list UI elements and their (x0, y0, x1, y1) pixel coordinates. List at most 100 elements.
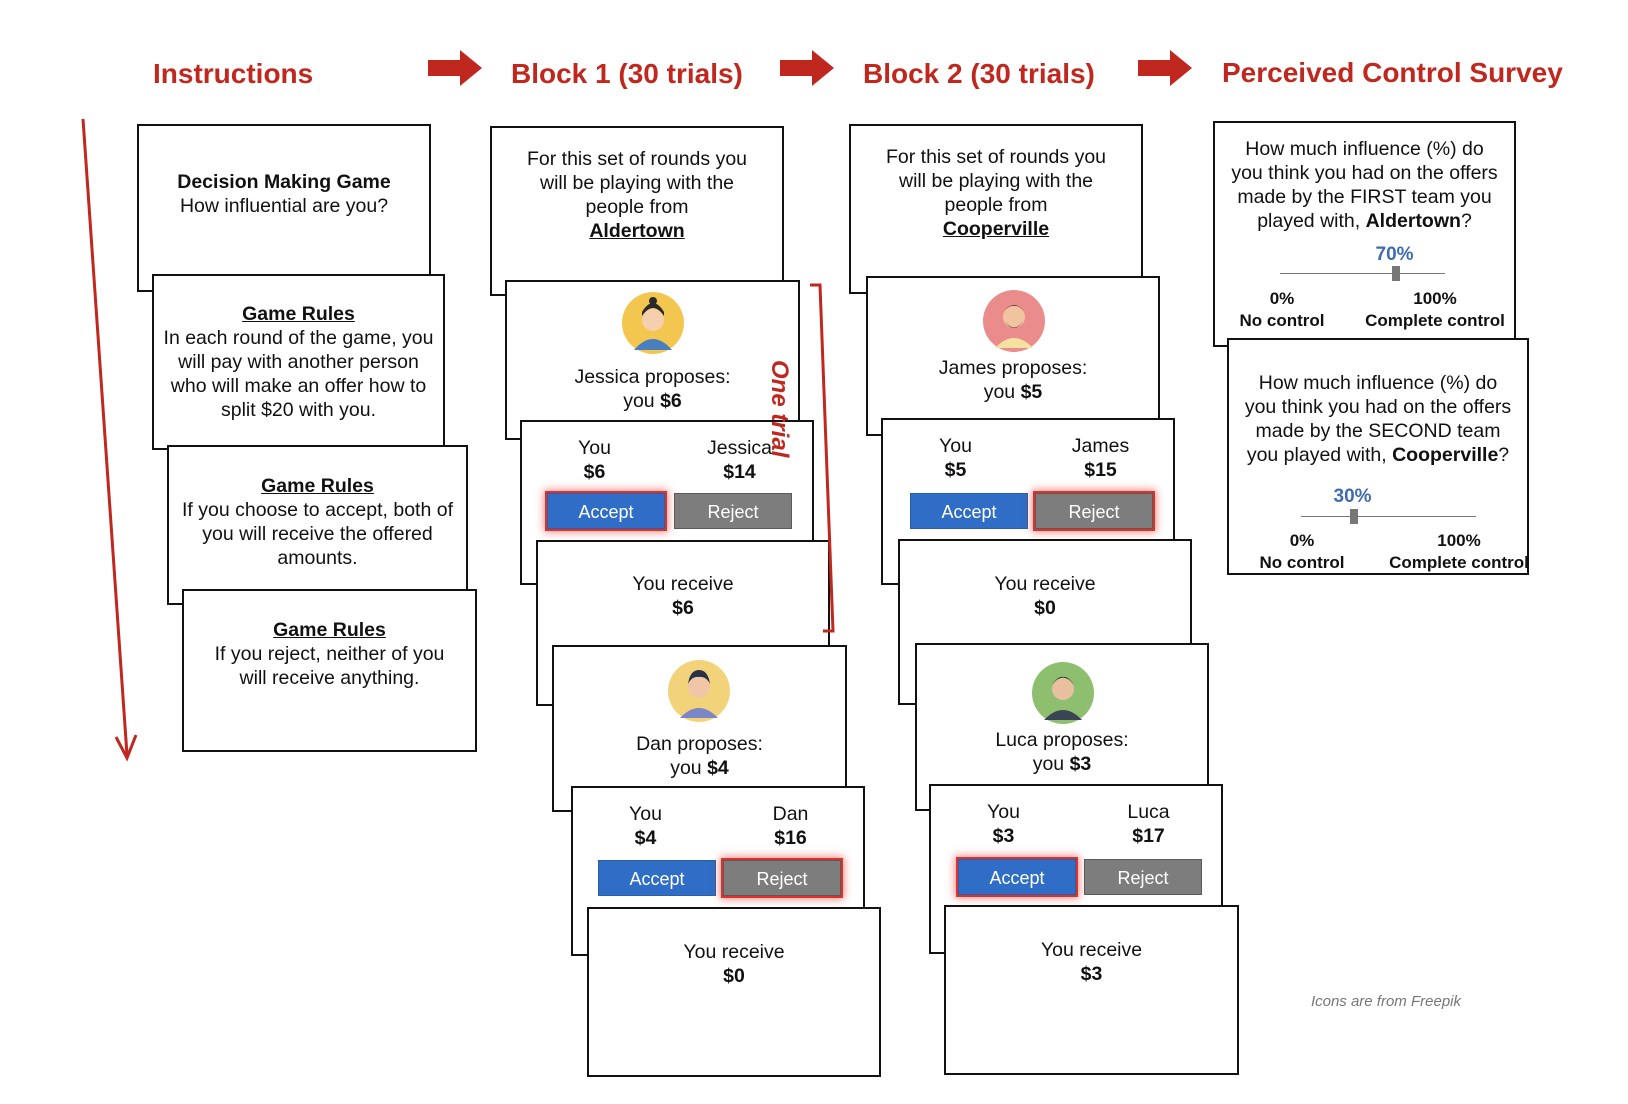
slider-max-label: 100% Complete control (1379, 530, 1539, 574)
survey-question: How much influence (%) do you think you … (1231, 138, 1498, 232)
game-subtitle: How influential are you? (179, 195, 389, 217)
you-label: You (987, 801, 1020, 823)
receive-label: You receive (994, 573, 1096, 595)
you-label: You (629, 803, 662, 825)
slider-min-text: No control (1259, 553, 1345, 572)
slider-max-text: Complete control (1389, 553, 1529, 572)
offer-amount: $5 (1020, 381, 1043, 403)
proposal-you-label: you (1032, 753, 1065, 775)
trial-bracket-icon (810, 283, 835, 633)
other-amount: $16 (774, 827, 807, 849)
slider-min-label: 0% No control (1237, 288, 1327, 332)
footer-credit: Icons are from Freepik (1310, 993, 1461, 1010)
reject-button[interactable]: Reject (1035, 493, 1153, 529)
survey-question-end: ? (1460, 210, 1472, 232)
flow-arrow-icon (780, 50, 834, 86)
proposal-you-label: you (983, 381, 1016, 403)
rules-title: Game Rules (261, 475, 374, 497)
other-amount: $14 (723, 461, 756, 483)
other-label: Jessica (706, 437, 773, 459)
flow-arrow-icon (428, 50, 482, 86)
accept-button[interactable]: Accept (910, 493, 1028, 529)
survey-percent-value: 30% (1333, 486, 1372, 507)
avatar-icon (983, 290, 1045, 352)
block1-town: Aldertown (589, 220, 685, 242)
receive-amount: $3 (1080, 963, 1103, 985)
proposer-text: James proposes: (938, 357, 1088, 379)
one-trial-label: One trial (766, 360, 793, 458)
reject-button[interactable]: Reject (723, 860, 841, 896)
other-amount: $17 (1132, 825, 1165, 847)
proposal-you-label: you (623, 390, 655, 412)
slider-max-pct: 100% (1437, 531, 1481, 550)
accept-button[interactable]: Accept (547, 493, 665, 529)
header-survey: Perceived Control Survey (1222, 57, 1563, 88)
block1-intro-text: For this set of rounds you will be playi… (526, 148, 748, 218)
avatar-icon (622, 292, 684, 354)
game-title: Decision Making Game (177, 171, 391, 193)
avatar-icon (668, 660, 730, 722)
block1-intro-card: For this set of rounds you will be playi… (490, 126, 784, 296)
receive-label: You receive (683, 941, 785, 963)
other-amount: $15 (1084, 459, 1117, 481)
block2-intro-text: For this set of rounds you will be playi… (885, 146, 1107, 216)
proposer-text: Dan proposes: (636, 733, 763, 755)
rules-title: Game Rules (273, 619, 386, 641)
proposer-text: Luca proposes: (995, 729, 1129, 751)
header-block2: Block 2 (30 trials) (863, 58, 1095, 89)
slider-min-pct: 0% (1289, 531, 1315, 550)
reject-button[interactable]: Reject (674, 493, 792, 529)
you-amount: $5 (944, 459, 967, 481)
accept-button[interactable]: Accept (598, 860, 716, 896)
instruction-card-title: Decision Making Game How influential are… (137, 124, 431, 292)
proposal-card: Jessica proposes: you $6 (505, 280, 800, 440)
receive-amount: $0 (723, 965, 745, 987)
other-label: Luca (1127, 801, 1170, 823)
survey-slider-handle[interactable] (1349, 509, 1358, 524)
offer-amount: $4 (707, 757, 729, 779)
receive-card: You receive $3 (944, 905, 1239, 1075)
accept-button[interactable]: Accept (958, 859, 1076, 895)
proposal-card: Dan proposes: you $4 (552, 645, 847, 812)
you-label: You (578, 437, 611, 459)
slider-min-pct: 0% (1269, 289, 1295, 308)
survey-team: Cooperville (1392, 444, 1499, 466)
receive-label: You receive (1040, 939, 1143, 961)
rules-body: In each round of the game, you will pay … (163, 327, 434, 421)
rules-body: If you choose to accept, both of you wil… (181, 499, 453, 569)
decision-card: You$6 Jessica$14 Accept Reject (520, 420, 814, 585)
survey-team: Aldertown (1365, 210, 1461, 232)
other-label: James (1071, 435, 1130, 457)
survey-slider-track[interactable] (1280, 273, 1445, 274)
rules-body: If you reject, neither of you will recei… (214, 643, 445, 689)
header-instructions: Instructions (153, 58, 314, 89)
survey-card-first: How much influence (%) do you think you … (1213, 121, 1516, 347)
rules-title: Game Rules (242, 303, 355, 325)
you-amount: $3 (992, 825, 1015, 847)
you-amount: $6 (583, 461, 606, 483)
survey-question: How much influence (%) do you think you … (1244, 372, 1512, 466)
timeline-arrow-icon (81, 118, 138, 762)
slider-min-label: 0% No control (1257, 530, 1347, 574)
survey-slider-track[interactable] (1301, 516, 1476, 517)
instruction-card-rules-1: Game Rules In each round of the game, yo… (152, 274, 445, 450)
survey-card-second: How much influence (%) do you think you … (1227, 338, 1529, 575)
survey-question-end: ? (1498, 444, 1510, 466)
slider-max-pct: 100% (1413, 289, 1457, 308)
slider-max-label: 100% Complete control (1355, 288, 1515, 332)
survey-slider-handle[interactable] (1391, 266, 1400, 281)
avatar-icon (1032, 662, 1094, 724)
instruction-card-rules-3: Game Rules If you reject, neither of you… (182, 589, 477, 752)
instruction-card-rules-2: Game Rules If you choose to accept, both… (167, 445, 468, 605)
proposal-card: James proposes: you $5 (866, 276, 1160, 436)
offer-amount: $3 (1069, 753, 1092, 775)
block2-town: Cooperville (942, 218, 1050, 240)
header-block1: Block 1 (30 trials) (511, 58, 743, 89)
you-label: You (939, 435, 972, 457)
proposer-text: Jessica proposes: (574, 366, 731, 388)
flow-arrow-icon (1138, 50, 1192, 86)
proposal-card: Luca proposes: you $3 (915, 643, 1209, 811)
slider-min-text: No control (1239, 311, 1325, 330)
reject-button[interactable]: Reject (1084, 859, 1202, 895)
slider-max-text: Complete control (1365, 311, 1505, 330)
